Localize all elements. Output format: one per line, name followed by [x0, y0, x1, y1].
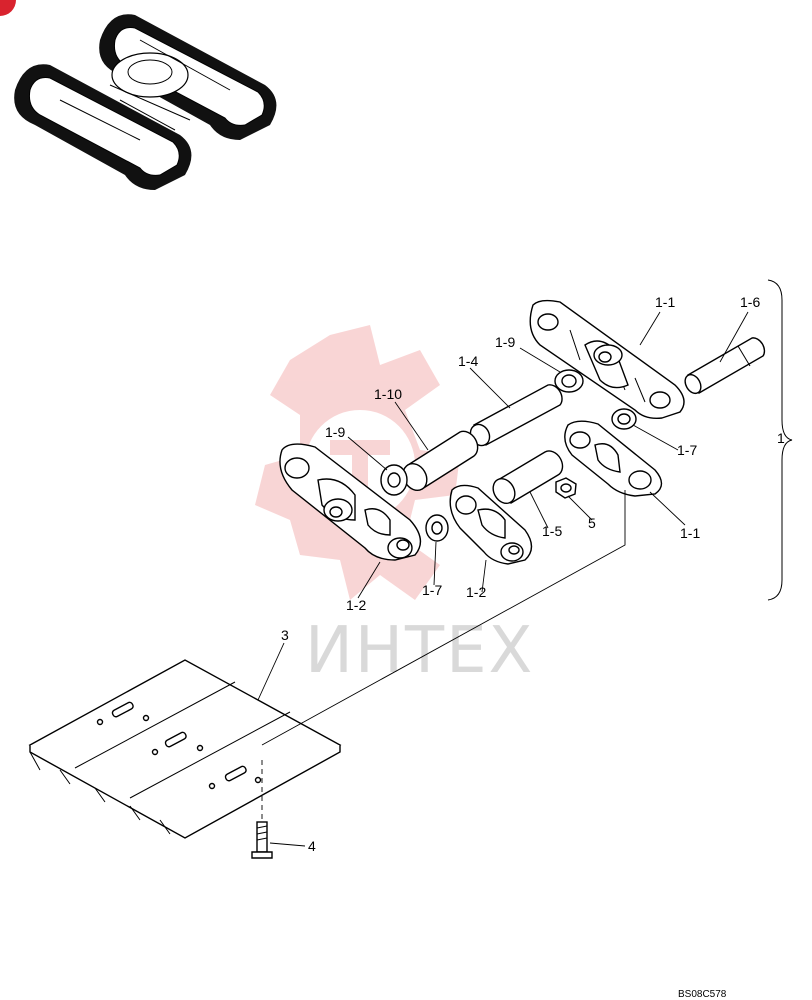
seal-left: [380, 464, 408, 496]
callout-link-right-bottom: 1-1: [680, 525, 700, 541]
callout-pin-long: 1-4: [458, 353, 478, 369]
watermark-text: ИНТЕХ: [305, 614, 534, 688]
leader-lines: [257, 311, 749, 847]
link-right-bottom: [564, 420, 663, 497]
track-shoe: [28, 659, 342, 839]
reference-code: BS08C578: [678, 989, 727, 1000]
bushing: [402, 430, 479, 492]
spacer-left: [425, 514, 449, 542]
callout-labels: 1-1 1-6 1-9 1-4 1-10 1-9 1-7 1 1-1 5 1-5…: [281, 294, 785, 854]
nut: [555, 477, 577, 499]
callout-bushing: 1-10: [374, 386, 402, 402]
callout-link-mid: 1-2: [466, 584, 486, 600]
callout-link-left: 1-2: [346, 597, 366, 613]
corner-badge-icon: [0, 0, 16, 16]
bushing-short: [492, 450, 564, 505]
callout-bushing-short: 1-5: [542, 523, 562, 539]
spacer-right: [611, 408, 637, 430]
callout-assembly: 1: [777, 430, 785, 446]
callout-pin: 1-6: [740, 294, 760, 310]
callout-shoe: 3: [281, 627, 289, 643]
callout-link-right-top: 1-1: [655, 294, 675, 310]
assembly-bracket: [767, 279, 793, 601]
pin-long: [469, 384, 563, 447]
pin: [684, 337, 766, 395]
link-mid: [449, 484, 533, 565]
link-left: [279, 443, 422, 561]
callout-seal-top: 1-9: [495, 334, 515, 350]
callout-spacer-left: 1-7: [422, 582, 442, 598]
undercarriage-thumbnail: [14, 14, 277, 190]
callout-nut: 5: [588, 515, 596, 531]
link-right-top: [529, 299, 685, 420]
callout-spacer-right: 1-7: [677, 442, 697, 458]
seal-top: [554, 369, 584, 393]
callout-bolt: 4: [308, 838, 316, 854]
callout-seal-left: 1-9: [325, 424, 345, 440]
bolt: [251, 821, 273, 859]
